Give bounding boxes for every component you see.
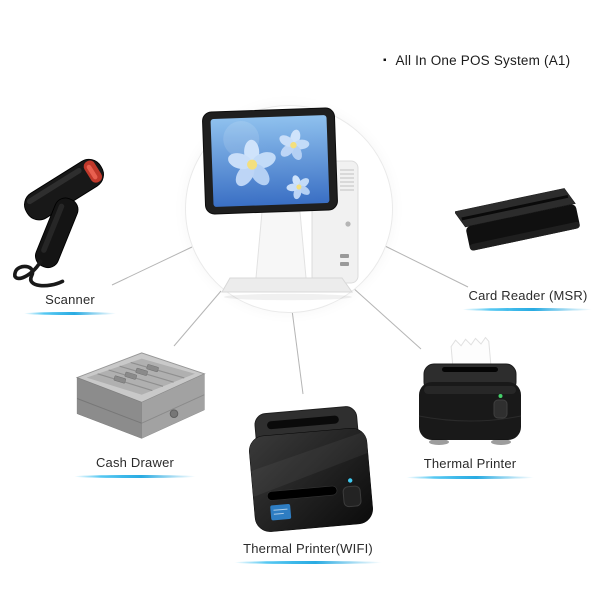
cash-drawer-image [75, 352, 206, 439]
bill-clips [113, 364, 159, 384]
scanner-image [13, 158, 104, 288]
scanner-underline [24, 312, 116, 315]
front-paper-slot [266, 485, 338, 501]
connector-card-reader-line [384, 245, 469, 288]
thermal-printer-wifi-image [249, 406, 373, 532]
page-title: ▪ All In One POS System (A1) [383, 53, 570, 68]
drawer-front-right [141, 373, 205, 439]
drawer-lock[interactable] [169, 409, 179, 418]
feed-button[interactable] [342, 485, 362, 508]
status-led [347, 478, 353, 483]
connector-cash-drawer-line [173, 290, 222, 347]
thermal-printer-label: Thermal Printer [423, 456, 517, 471]
title-text: All In One POS System (A1) [395, 53, 571, 68]
cash-drawer-label: Cash Drawer [95, 455, 175, 470]
connector-scanner-line [111, 246, 193, 286]
card-swipe-slot [461, 194, 569, 221]
paper-exit-slot [442, 367, 498, 372]
status-led [498, 394, 503, 398]
card-reader-label: Card Reader (MSR) [468, 288, 588, 303]
card-reader-underline [462, 308, 592, 311]
card-reader-image [455, 188, 580, 251]
pos-monitor [202, 107, 338, 215]
card-reader-body [466, 204, 580, 251]
feed-button[interactable] [493, 399, 508, 419]
thermal-printer-wifi-underline [234, 561, 382, 564]
receipt-paper [450, 336, 492, 373]
thermal-printer-underline [406, 476, 534, 479]
thermal-printer-wifi-label: Thermal Printer(WIFI) [243, 541, 373, 556]
drawer-till [86, 358, 195, 395]
thermal-printer-image [418, 336, 522, 445]
wifi-label-sticker [270, 504, 292, 521]
bullet-icon: ▪ [383, 54, 387, 66]
scanner-cable [13, 259, 65, 288]
connector-wifi-printer-line [291, 309, 304, 395]
cash-drawer-underline [74, 475, 196, 478]
printer-body [418, 382, 522, 445]
pos-stand [221, 211, 353, 301]
scanner-label: Scanner [45, 292, 95, 307]
connector-thermal-printer-line [351, 286, 422, 350]
pos-terminal-image [202, 107, 359, 301]
paper-cutter-slot [267, 415, 339, 430]
scanner-handle [35, 197, 79, 269]
